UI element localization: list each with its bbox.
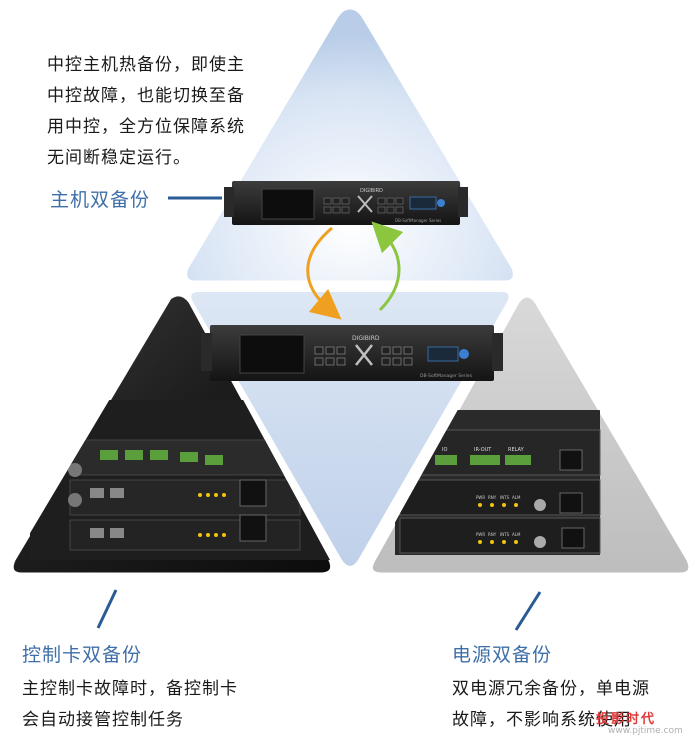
control-card-description: 主控制卡故障时，备控制卡 会自动接管控制任务	[22, 674, 238, 736]
led-label: ALM	[512, 495, 521, 500]
description-line: 中控故障，也能切换至备	[47, 86, 245, 106]
watermark-url: www.pjtime.com	[608, 726, 683, 736]
power-description: 双电源冗余备份，单电源 故障，不影响系统使用	[452, 674, 650, 736]
led-label: PWR	[476, 532, 485, 537]
switch-arrow-orange	[306, 226, 342, 320]
control-card-image	[30, 400, 330, 560]
led-label: RNY	[488, 495, 497, 500]
main-host-device: DIGIBIRD DB-SoftManager Series	[201, 325, 503, 381]
led-label: ALM	[512, 532, 521, 537]
svg-text:DIGIBIRD: DIGIBIRD	[360, 188, 383, 194]
description-line: 用中控，全方位保障系统	[47, 117, 245, 137]
power-caption-leader	[514, 591, 542, 631]
description-line: 主控制卡故障时，备控制卡	[22, 679, 238, 699]
led-label: PWR	[476, 495, 485, 500]
card-label-io: IO	[442, 447, 447, 453]
description-line: 无间断稳定运行。	[47, 148, 191, 168]
control-caption-leader	[96, 589, 118, 629]
description-line: 故障，不影响系统使用	[452, 710, 632, 730]
host-caption: 主机双备份	[50, 189, 151, 211]
watermark-text: 投影时代	[596, 712, 657, 727]
main-description: 中控主机热备份，即使主 中控故障，也能切换至备 用中控，全方位保障系统 无间断稳…	[47, 50, 245, 174]
control-card-caption: 控制卡双备份	[22, 644, 143, 666]
svg-text:DB-SoftManager Series: DB-SoftManager Series	[395, 218, 441, 223]
description-line: 会自动接管控制任务	[22, 710, 184, 730]
backup-host-device: DIGIBIRD DB-SoftManager Series	[224, 181, 468, 225]
led-label: INTS	[500, 495, 510, 500]
power-module-image	[395, 410, 601, 555]
card-label-relay: RELAY	[508, 447, 525, 453]
svg-text:DB-SoftManager Series: DB-SoftManager Series	[420, 373, 473, 379]
description-line: 双电源冗余备份，单电源	[452, 679, 650, 699]
svg-text:DIGIBIRD: DIGIBIRD	[352, 335, 380, 342]
switch-arrow-green	[371, 221, 404, 312]
description-line: 中控主机热备份，即使主	[47, 55, 245, 75]
power-caption: 电源双备份	[452, 644, 553, 666]
led-label: INTS	[500, 532, 510, 537]
led-label: RNY	[488, 532, 497, 537]
card-label-ir-out: IR-OUT	[474, 447, 492, 453]
